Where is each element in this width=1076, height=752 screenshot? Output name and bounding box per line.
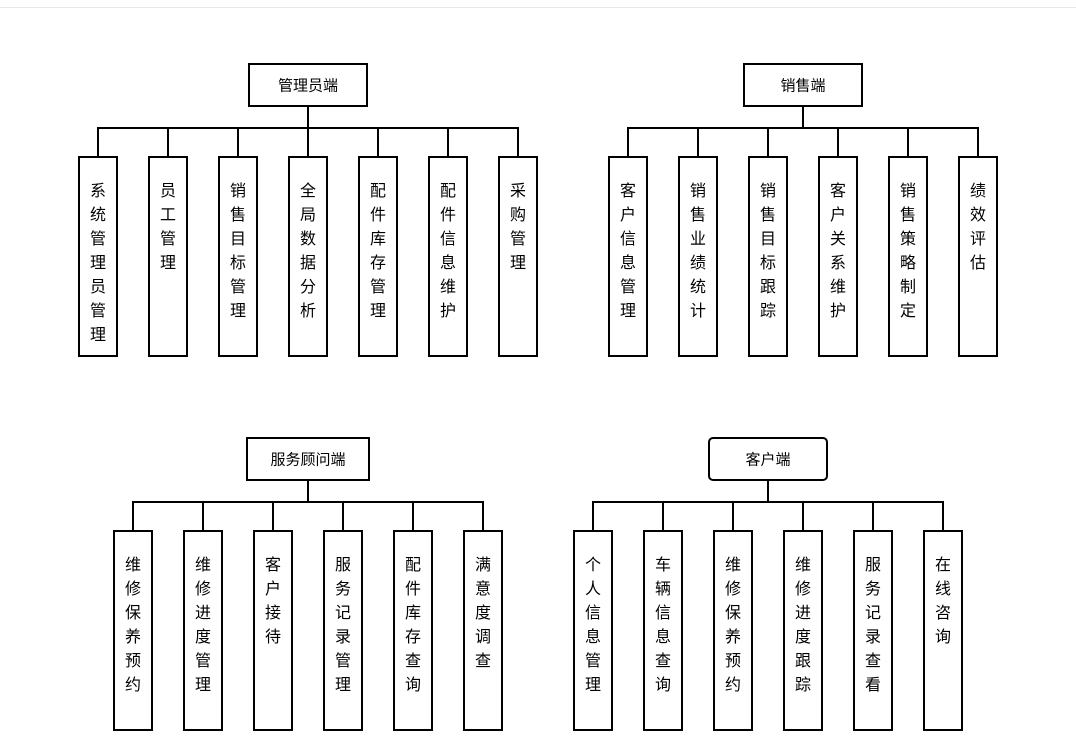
module-box-frame (783, 530, 823, 731)
module-box-frame (608, 156, 648, 357)
module-box-frame (358, 156, 398, 357)
module-box-frame (78, 156, 118, 357)
module-label: 客户信息管理 (620, 181, 636, 320)
module-box: 客户接待 (253, 530, 293, 731)
module-box: 配件库存管理 (358, 156, 398, 357)
module-label: 维修保养预约 (725, 555, 741, 694)
module-box: 采购管理 (498, 156, 538, 357)
module-label: 维修保养预约 (125, 555, 141, 694)
module-label: 客户接待 (265, 555, 281, 646)
module-label: 个人信息管理 (585, 555, 601, 694)
module-box-frame (428, 156, 468, 357)
module-label: 维修进度跟踪 (795, 555, 811, 694)
module-box: 维修保养预约 (713, 530, 753, 731)
module-box-frame (253, 530, 293, 731)
module-box: 服务记录管理 (323, 530, 363, 731)
module-box: 个人信息管理 (573, 530, 613, 731)
service-advisor-title: 服务顾问端 (270, 451, 345, 469)
module-box-frame (818, 156, 858, 357)
module-label: 配件库存管理 (370, 181, 386, 320)
module-label: 维修进度管理 (195, 555, 211, 694)
module-label: 车辆信息查询 (655, 555, 671, 694)
module-box: 车辆信息查询 (643, 530, 683, 731)
module-box: 客户信息管理 (608, 156, 648, 357)
service-advisor-title-box (246, 437, 370, 481)
module-box-frame (643, 530, 683, 731)
module-box-frame (463, 530, 503, 731)
module-box-frame (113, 530, 153, 731)
module-label: 服务记录管理 (335, 555, 351, 694)
module-box: 在线咨询 (923, 530, 963, 731)
module-label: 满意度调查 (475, 555, 491, 670)
sales-title-box (743, 63, 863, 107)
module-label: 客户关系维护 (830, 181, 846, 320)
module-box: 满意度调查 (463, 530, 503, 731)
module-label: 全局数据分析 (300, 181, 316, 320)
module-box-frame (678, 156, 718, 357)
module-box: 维修进度跟踪 (783, 530, 823, 731)
module-box: 系统管理员管理 (78, 156, 118, 357)
module-box: 配件库存查询 (393, 530, 433, 731)
module-box: 客户关系维护 (818, 156, 858, 357)
module-box: 服务记录查看 (853, 530, 893, 731)
module-label: 销售目标跟踪 (760, 181, 776, 320)
module-box: 销售目标跟踪 (748, 156, 788, 357)
module-box-frame (923, 530, 963, 731)
module-label: 系统管理员管理 (90, 181, 106, 344)
module-box: 全局数据分析 (288, 156, 328, 357)
module-box-frame (748, 156, 788, 357)
module-box: 销售目标管理 (218, 156, 258, 357)
module-label: 采购管理 (510, 181, 526, 272)
module-box: 维修保养预约 (113, 530, 153, 731)
module-box: 销售策略制定 (888, 156, 928, 357)
sales-title: 销售端 (780, 77, 825, 95)
customer-title: 客户端 (745, 451, 790, 469)
module-box-frame (218, 156, 258, 357)
module-label: 配件信息维护 (440, 181, 456, 320)
module-box: 配件信息维护 (428, 156, 468, 357)
module-box-frame (288, 156, 328, 357)
module-label: 配件库存查询 (405, 555, 421, 694)
admin-title: 管理员端 (278, 77, 338, 95)
module-box: 员工管理 (148, 156, 188, 357)
module-box: 销售业绩统计 (678, 156, 718, 357)
module-box-frame (853, 530, 893, 731)
module-label: 在线咨询 (935, 555, 951, 646)
module-label: 服务记录查看 (865, 555, 881, 694)
module-label: 员工管理 (160, 181, 176, 272)
module-box-frame (573, 530, 613, 731)
module-label: 绩效评估 (970, 181, 986, 272)
module-box: 维修进度管理 (183, 530, 223, 731)
module-box-frame (393, 530, 433, 731)
module-box-frame (183, 530, 223, 731)
module-box-frame (888, 156, 928, 357)
module-label: 销售目标管理 (230, 181, 246, 320)
module-box-frame (958, 156, 998, 357)
module-box-frame (148, 156, 188, 357)
module-box-frame (323, 530, 363, 731)
module-box-frame (498, 156, 538, 357)
module-box-frame (713, 530, 753, 731)
module-box: 绩效评估 (958, 156, 998, 357)
module-label: 销售策略制定 (900, 181, 916, 320)
module-label: 销售业绩统计 (690, 181, 706, 320)
top-divider (0, 7, 1076, 8)
